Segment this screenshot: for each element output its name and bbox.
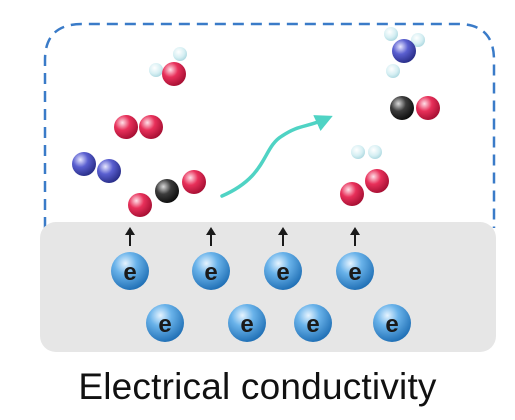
hydrogen-molecule	[351, 145, 382, 159]
oxygen-atom	[340, 182, 364, 206]
oxygen-atom	[182, 170, 206, 194]
electron: e	[294, 304, 332, 342]
carbon-atom	[390, 96, 414, 120]
electron: e	[228, 304, 266, 342]
electron-label: e	[306, 311, 319, 338]
electron: e	[146, 304, 184, 342]
oxygen-atom	[365, 169, 389, 193]
electron: e	[192, 252, 230, 290]
oxygen-molecule-lower	[340, 169, 389, 206]
electron-label: e	[240, 311, 253, 338]
hydrogen-atom	[351, 145, 365, 159]
diagram-caption: Electrical conductivity	[78, 366, 437, 407]
co2-molecule	[128, 170, 206, 217]
co-molecule	[390, 96, 440, 120]
hydrogen-atom	[386, 64, 400, 78]
oxygen-atom	[114, 115, 138, 139]
electron: e	[373, 304, 411, 342]
up-arrow-icon	[125, 227, 135, 246]
hydrogen-atom	[368, 145, 382, 159]
carbon-atom	[155, 179, 179, 203]
gas-phase-boundary	[43, 22, 496, 228]
ammonia-molecule	[384, 27, 425, 78]
hydrogen-atom	[173, 47, 187, 61]
oxygen-atom	[162, 62, 186, 86]
electron: e	[111, 252, 149, 290]
hydrogen-atom	[411, 33, 425, 47]
oxygen-atom	[128, 193, 152, 217]
hydrogen-atom	[384, 27, 398, 41]
nitrogen-molecule	[72, 152, 121, 183]
electron-label: e	[123, 259, 136, 286]
nitrogen-atom	[72, 152, 96, 176]
oxygen-atom	[139, 115, 163, 139]
up-arrow-icon	[206, 227, 216, 246]
up-arrow-icon	[350, 227, 360, 246]
conductive-surface	[40, 222, 496, 352]
electron: e	[264, 252, 302, 290]
nitrogen-atom	[392, 39, 416, 63]
electron-label: e	[158, 311, 171, 338]
oxygen-molecule-upper	[114, 115, 163, 139]
water-molecule	[149, 47, 187, 86]
hydrogen-atom	[149, 63, 163, 77]
up-arrow-icon	[278, 227, 288, 246]
curved-arrow-icon	[220, 115, 333, 198]
up-arrows	[125, 227, 360, 246]
electron-label: e	[204, 259, 217, 286]
electron: e	[336, 252, 374, 290]
electron-label: e	[276, 259, 289, 286]
electron-label: e	[348, 259, 361, 286]
electrons: e e e e e e e e	[111, 252, 411, 342]
nitrogen-atom	[97, 159, 121, 183]
oxygen-atom	[416, 96, 440, 120]
electron-label: e	[385, 311, 398, 338]
